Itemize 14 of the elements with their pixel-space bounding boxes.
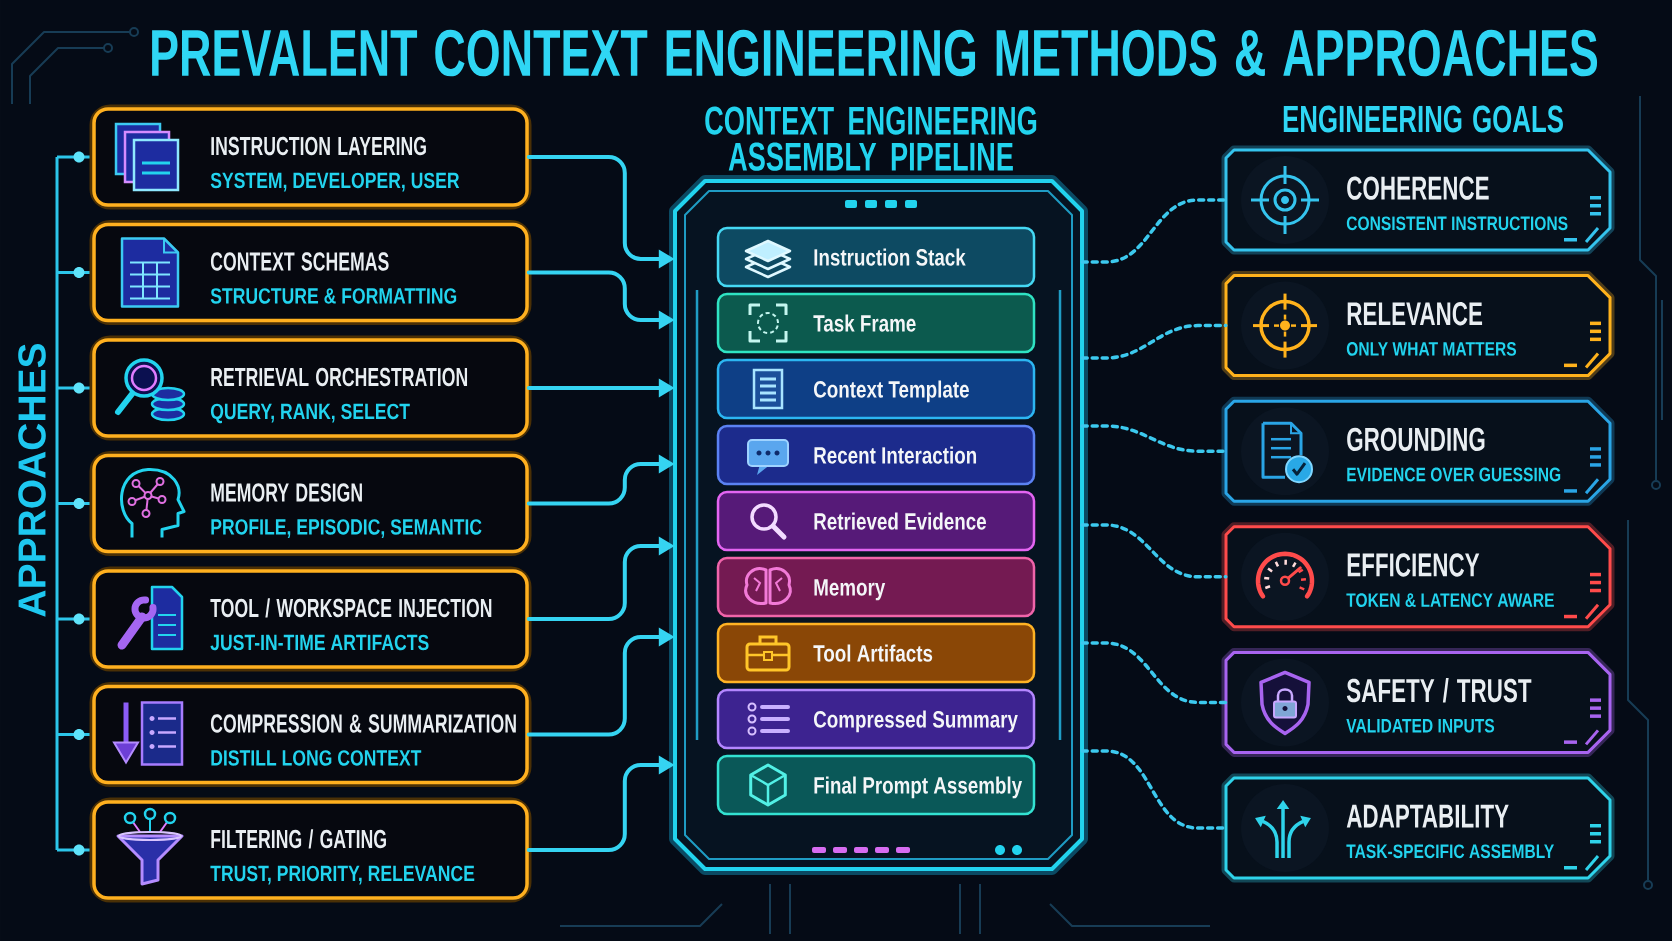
approach-box: MEMORY DESIGN PROFILE, EPISODIC, SEMANTIC	[89, 451, 532, 556]
side-heading: APPROACHES	[18, 343, 46, 617]
dotted-line	[1080, 523, 1228, 579]
dotted-line	[1080, 641, 1228, 705]
approach-box: TOOL / WORKSPACE INJECTION JUST-IN-TIME ARTIFACTS	[89, 566, 532, 672]
approach-box: INSTRUCTION LAYERING SYSTEM, DEVELOPER, USER	[89, 104, 532, 210]
title: PREVALENT CONTEXT ENGINEERING METHODS & APPROACHES	[152, 29, 1598, 77]
dotted-line	[1080, 424, 1228, 453]
approach-box: RETRIEVAL ORCHESTRATION QUERY, RANK, SELECT	[89, 335, 532, 441]
dotted-line	[1080, 323, 1228, 360]
approach-box: FILTERING / GATING TRUST, PRIORITY, RELEVANCE	[89, 797, 532, 903]
dotted-line	[1080, 198, 1228, 264]
approach-box: CONTEXT SCHEMAS STRUCTURE & FORMATTING	[89, 220, 532, 325]
approach-box: COMPRESSION & SUMMARIZATION DISTILL LONG CONTEXT	[89, 682, 532, 787]
